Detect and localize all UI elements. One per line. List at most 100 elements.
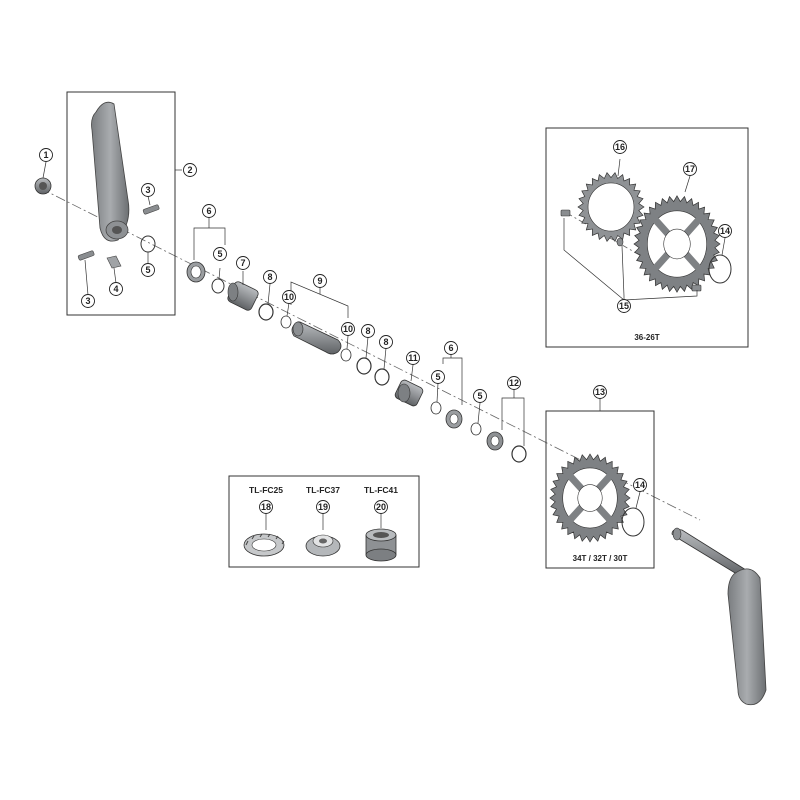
callout-number: 3 bbox=[85, 296, 90, 306]
callout-c14a: 14 bbox=[718, 224, 732, 238]
callout-number: 2 bbox=[187, 165, 192, 175]
leader-lines-upper-box bbox=[563, 158, 726, 301]
callout-c10b: 10 bbox=[341, 322, 355, 336]
callout-c3a: 3 bbox=[141, 183, 155, 197]
callout-number: 1 bbox=[43, 150, 48, 160]
callout-number: 11 bbox=[408, 353, 418, 363]
callout-c4: 4 bbox=[109, 282, 123, 296]
callout-c9: 9 bbox=[313, 274, 327, 288]
chainring-17-part bbox=[633, 195, 721, 293]
callout-number: 8 bbox=[365, 326, 370, 336]
callout-number: 6 bbox=[448, 343, 453, 353]
callout-number: 10 bbox=[343, 324, 353, 334]
callout-c19: 19 bbox=[316, 500, 330, 514]
safety-plate-part bbox=[106, 255, 122, 269]
cup-spacer-12-part bbox=[486, 431, 527, 463]
bb-cup-left-part bbox=[227, 281, 259, 311]
callout-number: 5 bbox=[217, 249, 222, 259]
pinch-bolt-lower-part bbox=[77, 250, 95, 261]
leader-lines-lower-box bbox=[599, 399, 641, 509]
callout-number: 14 bbox=[635, 480, 645, 490]
seal-8a-part bbox=[258, 303, 274, 321]
callout-c6b: 6 bbox=[444, 341, 458, 355]
callout-c1: 1 bbox=[39, 148, 53, 162]
callout-c8b: 8 bbox=[361, 324, 375, 338]
bb-cup-right-part bbox=[394, 379, 424, 407]
callout-c16: 16 bbox=[613, 140, 627, 154]
callout-c20: 20 bbox=[374, 500, 388, 514]
seal-8b-part bbox=[356, 357, 372, 375]
o-ring-10b-part bbox=[340, 348, 352, 362]
callout-c2: 2 bbox=[183, 163, 197, 177]
callout-number: 10 bbox=[284, 292, 294, 302]
tool-label-tl-fc41: TL-FC41 bbox=[364, 485, 398, 495]
callout-number: 19 bbox=[318, 502, 328, 512]
tool-label-tl-fc37: TL-FC37 bbox=[306, 485, 340, 495]
upper-chainring-caption: 36-26T bbox=[634, 333, 659, 342]
spacer-left-part bbox=[211, 278, 225, 294]
crank-cap-part bbox=[34, 177, 52, 195]
chainring-bolt-15-part bbox=[560, 209, 702, 292]
tools-box bbox=[228, 475, 420, 568]
callout-c12: 12 bbox=[507, 376, 521, 390]
bearing-adapter-left-part bbox=[186, 261, 206, 283]
callout-c15: 15 bbox=[617, 299, 631, 313]
callout-number: 7 bbox=[240, 258, 245, 268]
callout-c5d: 5 bbox=[473, 389, 487, 403]
spacer-5d-part bbox=[470, 422, 482, 436]
callout-c3b: 3 bbox=[81, 294, 95, 308]
callout-number: 14 bbox=[720, 226, 730, 236]
callout-number: 9 bbox=[317, 276, 322, 286]
tool-label-tl-fc25: TL-FC25 bbox=[249, 485, 283, 495]
callout-c14b: 14 bbox=[633, 478, 647, 492]
o-ring-crank-part bbox=[140, 235, 156, 253]
callout-number: 18 bbox=[261, 502, 271, 512]
callout-number: 4 bbox=[113, 284, 118, 294]
inner-cover-part bbox=[291, 321, 342, 355]
chainring-13-part bbox=[549, 453, 631, 543]
callout-c8c: 8 bbox=[379, 335, 393, 349]
left-crank-box bbox=[66, 91, 176, 316]
callout-number: 3 bbox=[145, 185, 150, 195]
callout-c17: 17 bbox=[683, 162, 697, 176]
callout-number: 6 bbox=[206, 206, 211, 216]
spacer-5c-part bbox=[430, 401, 442, 415]
callout-number: 5 bbox=[435, 372, 440, 382]
callout-c10a: 10 bbox=[282, 290, 296, 304]
chainring-16-part bbox=[577, 171, 645, 243]
callout-c13: 13 bbox=[593, 385, 607, 399]
callout-number: 16 bbox=[615, 142, 625, 152]
seal-8c-part bbox=[374, 368, 390, 386]
callout-number: 13 bbox=[595, 387, 605, 397]
pinch-bolt-upper-part bbox=[142, 204, 160, 215]
callout-c11: 11 bbox=[406, 351, 420, 365]
o-ring-10a-part bbox=[280, 315, 292, 329]
upper-chainring-box bbox=[545, 127, 749, 348]
callout-c18: 18 bbox=[259, 500, 273, 514]
right-crank-arm-part bbox=[671, 527, 767, 706]
callout-c5b: 5 bbox=[141, 263, 155, 277]
callout-number: 17 bbox=[685, 164, 695, 174]
left-crank-arm-part bbox=[91, 101, 130, 242]
callout-c5c: 5 bbox=[431, 370, 445, 384]
callout-c7: 7 bbox=[236, 256, 250, 270]
callout-number: 12 bbox=[509, 378, 519, 388]
callout-number: 5 bbox=[145, 265, 150, 275]
tool-tl-fc25-part bbox=[243, 533, 285, 557]
callout-number: 8 bbox=[267, 272, 272, 282]
leader-lines-tools bbox=[265, 514, 382, 530]
tool-tl-fc41-part bbox=[365, 528, 397, 562]
bearing-adapter-right-part bbox=[445, 409, 463, 429]
callout-number: 5 bbox=[477, 391, 482, 401]
leader-lines-left bbox=[42, 161, 182, 296]
callout-c8a: 8 bbox=[263, 270, 277, 284]
callout-number: 20 bbox=[376, 502, 386, 512]
leader-lines-center bbox=[193, 218, 525, 446]
callout-number: 15 bbox=[619, 301, 629, 311]
o-ring-14b-part bbox=[621, 507, 645, 537]
callout-c6a: 6 bbox=[202, 204, 216, 218]
callout-number: 8 bbox=[383, 337, 388, 347]
tool-tl-fc37-part bbox=[305, 534, 341, 557]
